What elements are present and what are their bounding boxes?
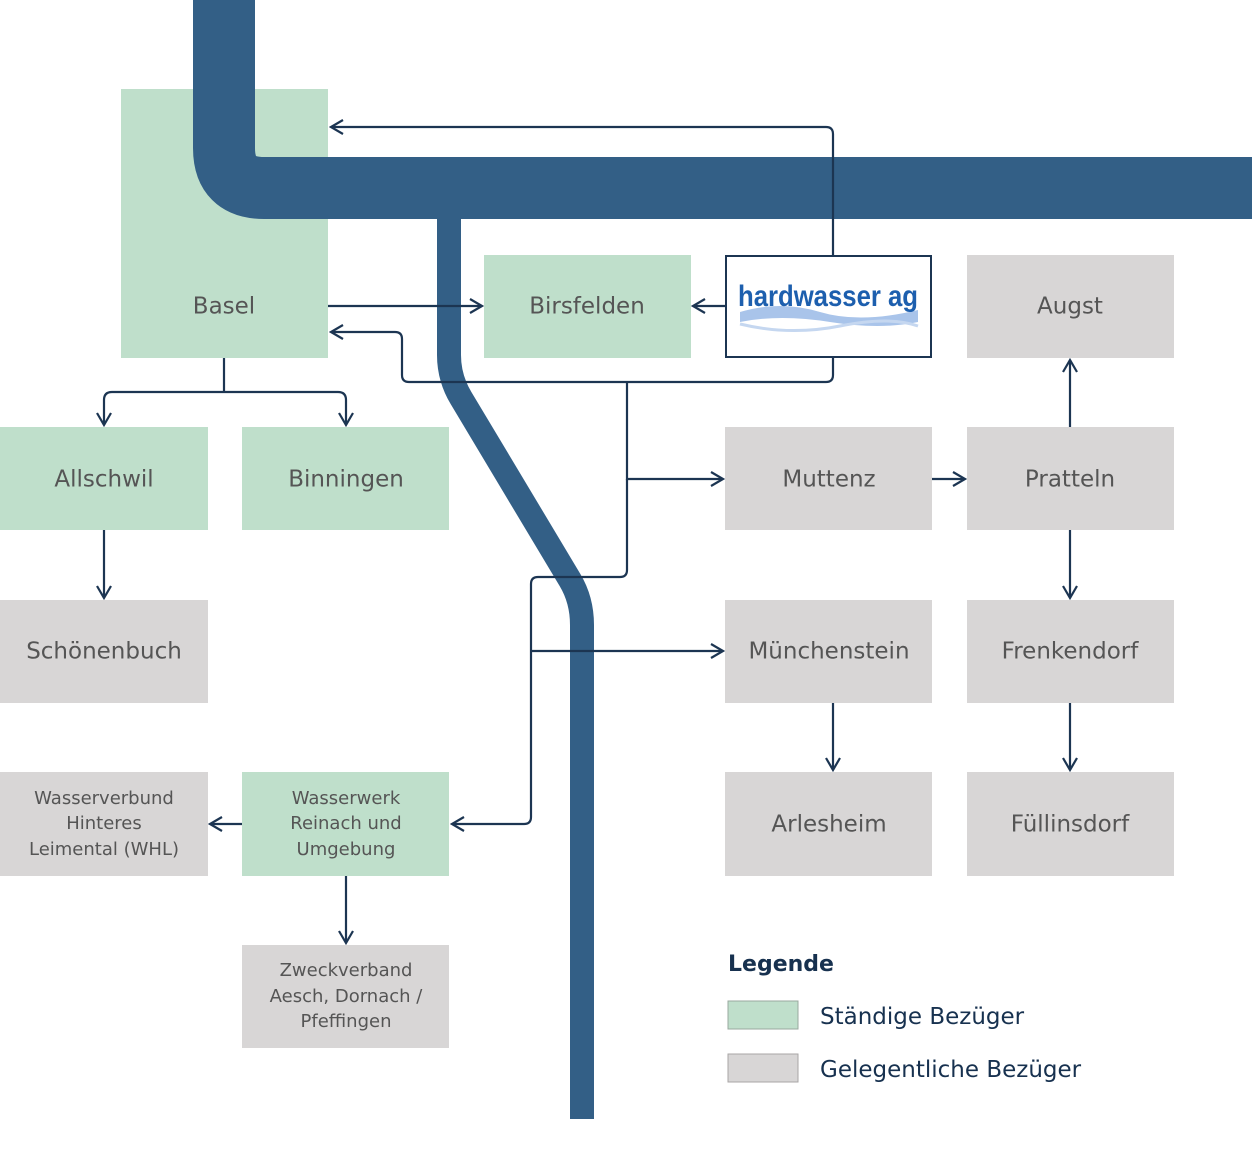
node-allschwil	[0, 427, 208, 530]
arrow-to-muttenz	[625, 382, 723, 479]
logo-frame	[725, 255, 932, 358]
arrow-basel-to-binningen	[224, 390, 346, 425]
label-reinach-line-2: Reinach und	[290, 813, 401, 834]
label-zweckverband-line-2: Aesch, Dornach /	[270, 986, 424, 1007]
legend-title: Legende	[728, 952, 834, 977]
line-to-reinach-branch	[452, 479, 629, 824]
node-arlesheim	[725, 772, 932, 876]
logo-text: hardwasser ag	[738, 280, 918, 313]
legend-label-permanent: Ständige Bezüger	[820, 1004, 1025, 1030]
node-schoenenbuch	[0, 600, 208, 703]
label-fuellinsdorf: Füllinsdorf	[1011, 812, 1130, 838]
node-frenkendorf	[967, 600, 1174, 703]
label-whl-line-3: Leimental (WHL)	[29, 839, 179, 860]
legend-label-occasional: Gelegentliche Bezüger	[820, 1057, 1082, 1083]
node-augst	[967, 255, 1174, 358]
node-muenchenstein	[725, 600, 932, 703]
label-reinach-line-3: Umgebung	[297, 839, 396, 860]
legend-swatch-permanent	[727, 1000, 799, 1030]
legend: Legende Ständige Bezüger Gelegentliche B…	[727, 952, 1082, 1083]
arrow-basel-to-allschwil	[104, 390, 224, 425]
node-zweckverband	[242, 945, 449, 1048]
node-muttenz	[725, 427, 932, 530]
arrow-hardwasser-to-basel-lower	[331, 332, 835, 384]
connectors	[104, 127, 1070, 943]
hardwasser-logo: hardwasser ag	[725, 255, 932, 358]
label-whl-line-1: Wasserverbund	[34, 788, 174, 809]
node-reinach	[242, 772, 449, 876]
node-binningen	[242, 427, 449, 530]
label-muenchenstein: Münchenstein	[748, 639, 909, 665]
node-birsfelden	[484, 255, 691, 358]
node-labels: Basel Birsfelden Augst Allschwil Binning…	[26, 294, 1139, 1033]
label-muttenz: Muttenz	[782, 467, 875, 493]
label-birsfelden: Birsfelden	[529, 294, 645, 320]
logo-wave-icon-2	[739, 319, 919, 333]
river-network	[193, 0, 1252, 1119]
label-binningen: Binningen	[288, 467, 404, 493]
label-allschwil: Allschwil	[54, 467, 153, 493]
label-frenkendorf: Frenkendorf	[1002, 639, 1140, 665]
label-augst: Augst	[1037, 294, 1103, 320]
label-schoenenbuch: Schönenbuch	[26, 639, 182, 665]
label-zweckverband-line-3: Pfeffingen	[301, 1011, 392, 1032]
label-whl-line-2: Hinteres	[66, 813, 142, 834]
arrow-hardwasser-to-basel	[331, 127, 835, 255]
node-boxes	[0, 255, 1174, 1048]
node-whl	[0, 772, 208, 876]
label-reinach-line-1: Wasserwerk	[292, 788, 401, 809]
river-birs	[437, 218, 594, 1119]
label-arlesheim: Arlesheim	[771, 812, 886, 838]
node-pratteln	[967, 427, 1174, 530]
river-rhein	[193, 0, 1252, 219]
label-basel: Basel	[193, 294, 255, 320]
node-fuellinsdorf	[967, 772, 1174, 876]
label-zweckverband-line-1: Zweckverband	[280, 960, 413, 981]
legend-swatch-occasional	[727, 1053, 799, 1083]
label-pratteln: Pratteln	[1025, 467, 1115, 493]
